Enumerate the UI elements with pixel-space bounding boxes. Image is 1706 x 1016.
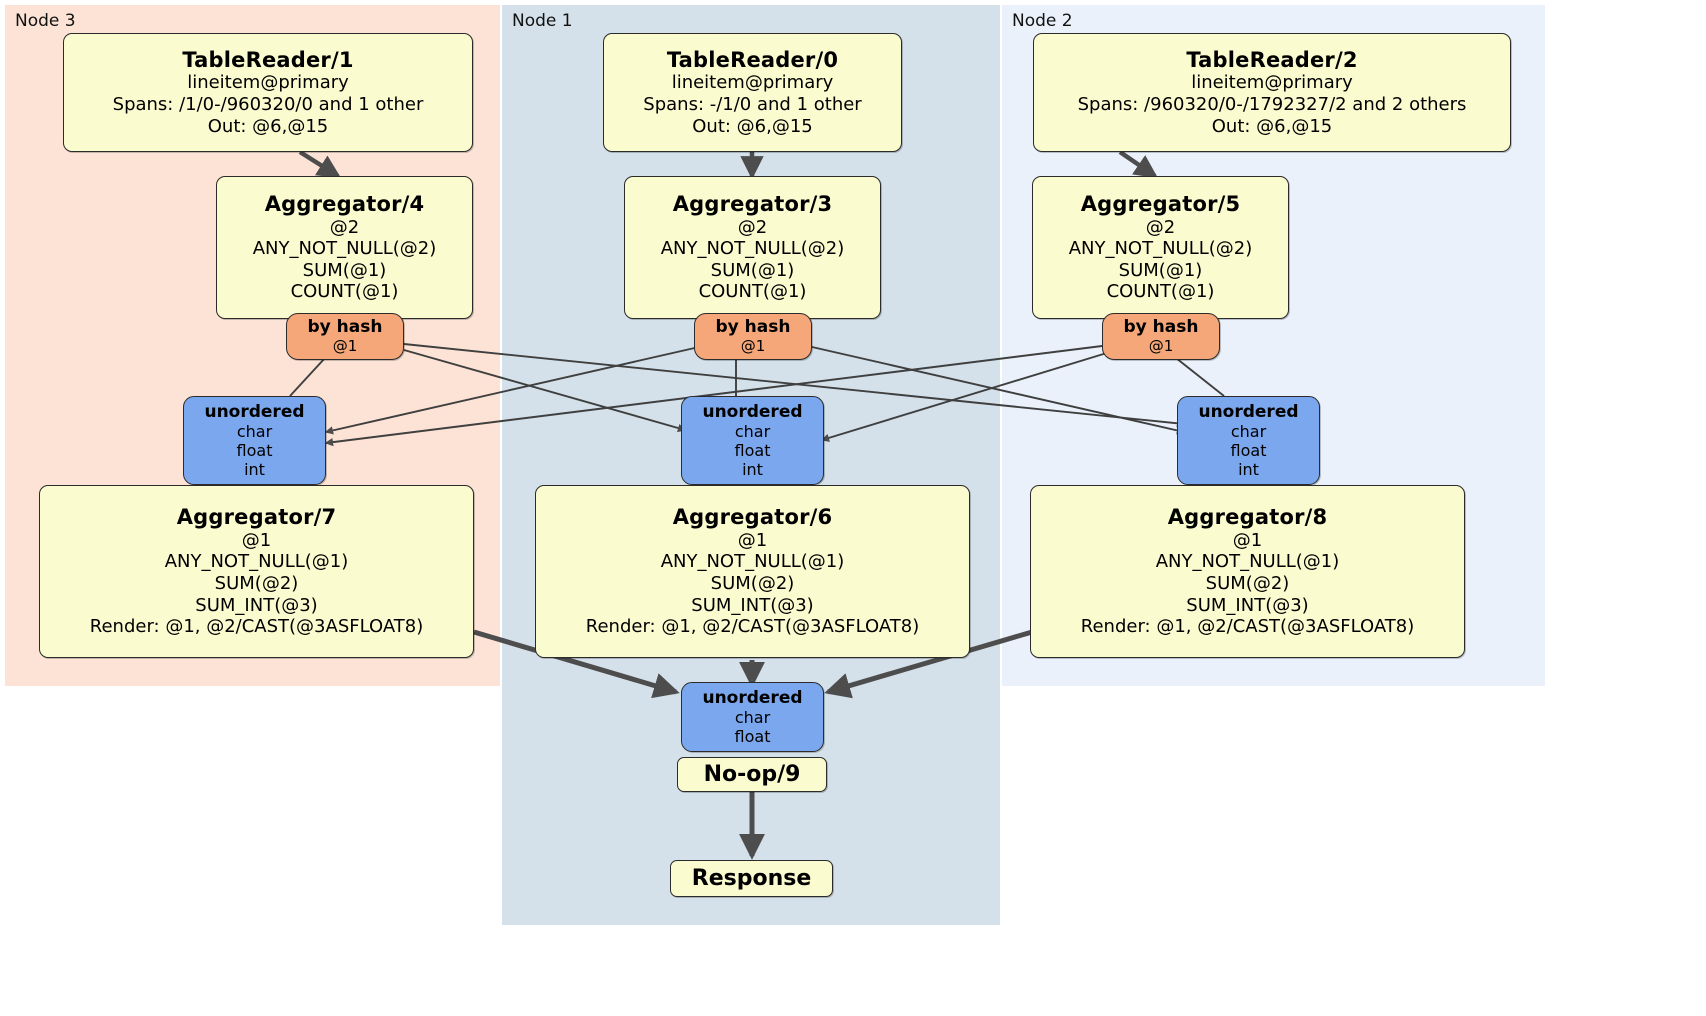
processor-out: Out: @6,@15 (692, 115, 813, 137)
processor-title: TableReader/1 (182, 47, 354, 72)
processor-aggregator-6[interactable]: Aggregator/6 @1 ANY_NOT_NULL(@1) SUM(@2)… (535, 485, 970, 658)
processor-title: TableReader/0 (666, 47, 839, 72)
response-node[interactable]: Response (670, 860, 833, 897)
processor-agg-func-3: COUNT(@1) (1106, 281, 1215, 303)
synchronizer-type-1: char (734, 421, 771, 441)
processor-table-reader-0[interactable]: TableReader/0 lineitem@primary Spans: -/… (603, 33, 902, 152)
synchronizer-unordered-final[interactable]: unordered char float (681, 682, 824, 752)
processor-title: Aggregator/6 (672, 505, 833, 530)
processor-agg-func-1: ANY_NOT_NULL(@2) (252, 238, 437, 260)
router-columns: @1 (1148, 336, 1174, 355)
node-panel-label-node2: Node 2 (1012, 11, 1073, 31)
processor-agg-func-2: SUM(@2) (1205, 573, 1290, 595)
processor-group-cols: @2 (737, 216, 768, 238)
synchronizer-title: unordered (1198, 401, 1299, 422)
processor-aggregator-4[interactable]: Aggregator/4 @2 ANY_NOT_NULL(@2) SUM(@1)… (216, 176, 473, 319)
processor-render: Render: @1, @2/CAST(@3ASFLOAT8) (585, 616, 920, 638)
processor-agg-func-2: SUM(@2) (710, 573, 795, 595)
synchronizer-type-3: int (1238, 460, 1259, 480)
processor-title: Aggregator/4 (264, 191, 425, 216)
processor-table-reader-2[interactable]: TableReader/2 lineitem@primary Spans: /9… (1033, 33, 1511, 152)
synchronizer-unordered-8[interactable]: unordered char float int (1177, 396, 1320, 485)
processor-no-op-9[interactable]: No-op/9 (677, 757, 827, 792)
processor-aggregator-5[interactable]: Aggregator/5 @2 ANY_NOT_NULL(@2) SUM(@1)… (1032, 176, 1289, 319)
synchronizer-type-2: float (236, 441, 273, 461)
processor-agg-func-3: COUNT(@1) (290, 281, 399, 303)
synchronizer-title: unordered (702, 401, 803, 422)
node-panel-label-node1: Node 1 (512, 11, 573, 31)
processor-spans: Spans: /1/0-/960320/0 and 1 other (112, 94, 424, 116)
processor-agg-func-1: ANY_NOT_NULL(@1) (660, 551, 845, 573)
router-columns: @1 (740, 336, 766, 355)
router-by-hash-5[interactable]: by hash @1 (1102, 313, 1220, 360)
synchronizer-type-1: char (734, 708, 771, 727)
router-by-hash-4[interactable]: by hash @1 (286, 313, 404, 360)
processor-title: Aggregator/7 (176, 505, 337, 530)
processor-agg-func-2: SUM(@1) (1118, 259, 1203, 281)
processor-agg-func-3: SUM_INT(@3) (195, 594, 318, 616)
processor-agg-func-2: SUM(@1) (710, 259, 795, 281)
processor-agg-func-3: SUM_INT(@3) (691, 594, 814, 616)
processor-table-reader-1[interactable]: TableReader/1 lineitem@primary Spans: /1… (63, 33, 473, 152)
synchronizer-type-2: float (1230, 441, 1267, 461)
synchronizer-type-2: float (734, 441, 771, 461)
synchronizer-type-2: float (734, 727, 771, 747)
synchronizer-type-3: int (742, 460, 763, 480)
processor-agg-func-2: SUM(@1) (302, 259, 387, 281)
synchronizer-type-1: char (1230, 421, 1267, 441)
synchronizer-title: unordered (702, 687, 803, 708)
processor-agg-func-1: ANY_NOT_NULL(@2) (1068, 238, 1253, 260)
router-title: by hash (715, 317, 791, 338)
processor-group-cols: @2 (1145, 216, 1176, 238)
processor-group-cols: @2 (329, 216, 360, 238)
processor-table: lineitem@primary (671, 72, 834, 94)
processor-title: Aggregator/3 (672, 191, 833, 216)
processor-group-cols: @1 (241, 529, 272, 551)
processor-title: Aggregator/8 (1167, 505, 1328, 530)
processor-out: Out: @6,@15 (1211, 115, 1333, 137)
node-panel-label-node3: Node 3 (15, 11, 76, 31)
processor-agg-func-3: COUNT(@1) (698, 281, 807, 303)
processor-out: Out: @6,@15 (207, 115, 329, 137)
router-title: by hash (1123, 317, 1199, 338)
processor-group-cols: @1 (1232, 529, 1263, 551)
processor-title: No-op/9 (703, 762, 801, 787)
processor-agg-func-1: ANY_NOT_NULL(@1) (164, 551, 349, 573)
processor-render: Render: @1, @2/CAST(@3ASFLOAT8) (89, 616, 424, 638)
processor-agg-func-2: SUM(@2) (214, 573, 299, 595)
processor-title: TableReader/2 (1186, 47, 1358, 72)
processor-spans: Spans: /960320/0-/1792327/2 and 2 others (1077, 94, 1467, 116)
processor-table: lineitem@primary (187, 72, 349, 94)
router-title: by hash (307, 317, 383, 338)
synchronizer-type-1: char (236, 421, 273, 441)
processor-agg-func-1: ANY_NOT_NULL(@1) (1155, 551, 1340, 573)
processor-aggregator-8[interactable]: Aggregator/8 @1 ANY_NOT_NULL(@1) SUM(@2)… (1030, 485, 1465, 658)
router-columns: @1 (332, 336, 358, 355)
processor-title: Aggregator/5 (1080, 191, 1241, 216)
processor-agg-func-1: ANY_NOT_NULL(@2) (660, 238, 845, 260)
router-by-hash-3[interactable]: by hash @1 (694, 313, 812, 360)
processor-agg-func-3: SUM_INT(@3) (1186, 594, 1309, 616)
synchronizer-unordered-7[interactable]: unordered char float int (183, 396, 326, 485)
processor-render: Render: @1, @2/CAST(@3ASFLOAT8) (1080, 616, 1415, 638)
processor-group-cols: @1 (737, 529, 768, 551)
processor-table: lineitem@primary (1191, 72, 1353, 94)
synchronizer-type-3: int (244, 460, 265, 480)
synchronizer-unordered-6[interactable]: unordered char float int (681, 396, 824, 485)
synchronizer-title: unordered (204, 401, 305, 422)
processor-aggregator-7[interactable]: Aggregator/7 @1 ANY_NOT_NULL(@1) SUM(@2)… (39, 485, 474, 658)
response-label: Response (691, 866, 812, 891)
processor-spans: Spans: -/1/0 and 1 other (643, 94, 862, 116)
processor-aggregator-3[interactable]: Aggregator/3 @2 ANY_NOT_NULL(@2) SUM(@1)… (624, 176, 881, 319)
